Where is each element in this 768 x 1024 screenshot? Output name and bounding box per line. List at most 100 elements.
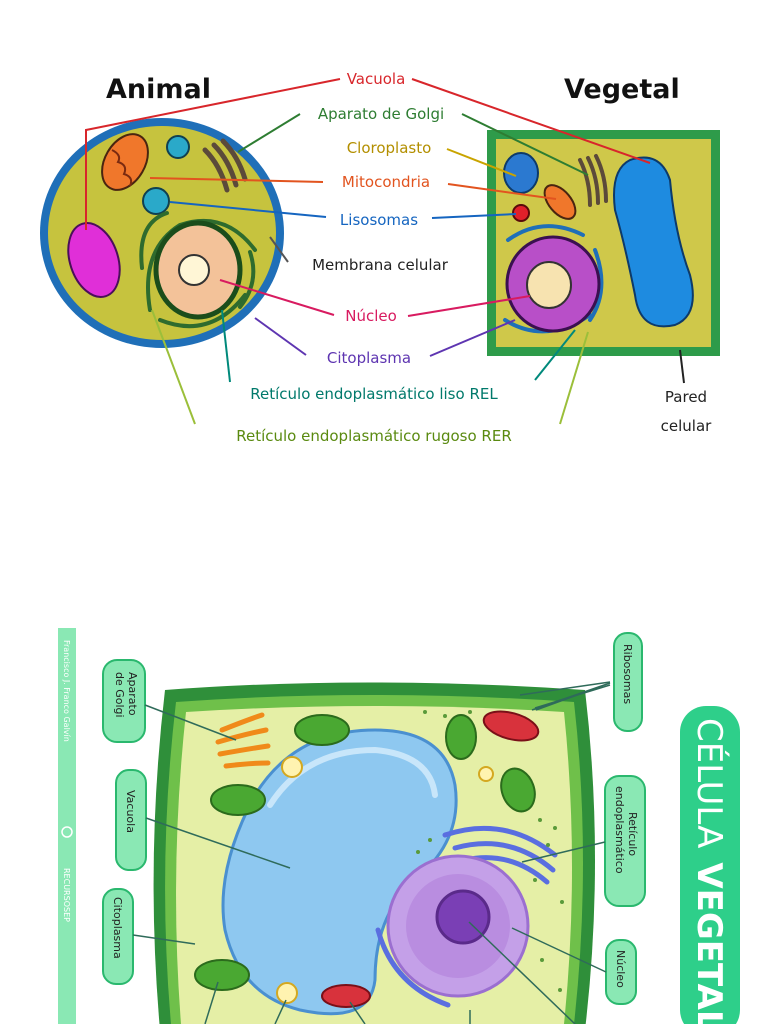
plant-large-vacuole [221, 728, 458, 1016]
vesicle-3 [276, 982, 298, 1004]
leader-rer-plant [559, 331, 589, 425]
bottom-leader-lines [132, 681, 611, 1024]
pill-vacuola-text: Vacuola [124, 790, 137, 833]
side-credit-strip [58, 628, 76, 1024]
plant-vacuole [613, 156, 694, 328]
label-membrana: Membrana celular [312, 256, 449, 274]
chloroplast-4 [500, 767, 536, 813]
animal-mitochondrion-cristae [111, 149, 133, 187]
leader-ribosomas-c [519, 681, 611, 696]
vesicle-1 [281, 756, 303, 778]
animal-vacuole [67, 222, 121, 298]
side-credit-logo-icon [61, 826, 73, 838]
pill-citoplasma [102, 888, 134, 985]
plant-cell [487, 130, 720, 356]
chloroplast-2 [210, 784, 266, 816]
top-leader-lines [85, 78, 685, 425]
leader-golgi-plant [461, 113, 589, 176]
label-mitocondria: Mitocondria [342, 173, 430, 191]
label-nucleo: Núcleo [345, 307, 397, 325]
leader-nucleo-animal [219, 279, 335, 316]
mitochondrion-2 [321, 984, 371, 1008]
plant-large-vacuole-highlight [267, 746, 438, 808]
title-banner [680, 706, 740, 1024]
leader-pared [679, 349, 685, 384]
leader-citoplasma-large [132, 934, 196, 945]
plant-golgi [578, 154, 608, 207]
animal-lysosome-2 [142, 187, 170, 215]
plant-large-ribosomes [416, 710, 564, 992]
leader-vacuola-plant [411, 78, 651, 164]
leader-reticulo-large [521, 841, 606, 863]
label-citoplasma: Citoplasma [327, 349, 411, 367]
pill-ribosomas [613, 632, 643, 732]
pill-golgi-line2: de Golgi [113, 672, 126, 718]
pill-reticulo [604, 775, 646, 907]
leader-vacuola-animal [85, 78, 341, 230]
leader-nucleo-large-b [468, 921, 576, 1024]
mitochondrion-1 [482, 710, 540, 742]
leader-mitocondria-plant [447, 183, 557, 200]
leader-mitocondria-animal [149, 177, 324, 183]
label-cloroplasto: Cloroplasto [347, 139, 432, 157]
plant-lysosome [512, 204, 530, 222]
animal-lysosome-1 [166, 135, 190, 159]
side-credit-author: Francisco J. Franco Galvín [62, 640, 71, 742]
leader-lisosomas-animal [169, 201, 327, 218]
leader-membrana [269, 236, 289, 263]
banner-title: CÉLULA VEGETAL [689, 718, 730, 1024]
leader-nucleo-large-a [511, 927, 607, 973]
leader-ribosomas-b [534, 684, 611, 709]
vegetal-title: Vegetal [564, 74, 680, 105]
plant-cell-large [153, 682, 595, 1024]
leader-golgi-animal [237, 113, 301, 153]
pill-golgi-line1: Aparato [126, 672, 139, 716]
pill-ribosomas-text: Ribosomas [621, 644, 634, 704]
leader-rel-animal [221, 309, 231, 383]
plant-mitochondrion [543, 184, 577, 220]
chloroplast-5 [194, 959, 250, 991]
label-pared-2: celular [661, 417, 713, 435]
leader-lisosomas-plant [431, 213, 517, 219]
leader-rer-animal [151, 309, 196, 425]
label-golgi: Aparato de Golgi [318, 105, 444, 123]
leader-bottom-3 [349, 1001, 366, 1024]
pill-vacuola [115, 769, 147, 871]
label-rer: Retículo endoplasmático rugoso RER [236, 427, 512, 445]
label-pared-1: Pared [665, 388, 707, 406]
vesicle-2 [478, 766, 494, 782]
plant-large-golgi [215, 712, 271, 769]
bottom-diagram: Francisco J. Franco Galvín RECURSOSEP [58, 628, 740, 1024]
label-lisosomas: Lisosomas [340, 211, 418, 229]
label-vacuola: Vacuola [347, 70, 406, 88]
leader-citoplasma-plant [429, 319, 516, 357]
pill-reticulo-line1: Retículo [626, 812, 639, 856]
leader-vacuola-large [145, 817, 291, 869]
animal-title: Animal [106, 74, 211, 105]
plant-large-nucleolus [435, 889, 491, 945]
pill-golgi [102, 659, 146, 743]
banner-title-light: CÉLULA [689, 718, 730, 848]
leader-bottom-1 [204, 981, 219, 1024]
side-credit-brand: RECURSOSEP [62, 868, 71, 922]
leader-rel-plant [534, 329, 576, 381]
leader-bottom-2 [274, 999, 287, 1024]
top-labels: Vacuola Aparato de Golgi Cloroplasto Mit… [236, 70, 712, 445]
bottom-right-labels: Ribosomas Retículo endoplasmático Núcleo [604, 632, 646, 1005]
pill-nucleo-text: Núcleo [614, 950, 627, 988]
top-diagram: Animal Vegetal [40, 70, 720, 445]
chloroplast-3 [445, 714, 477, 760]
banner-title-bold: VEGETAL [689, 862, 729, 1024]
leader-citoplasma-animal [254, 317, 307, 356]
bottom-left-labels: Aparato de Golgi Vacuola Citoplasma [102, 659, 147, 985]
animal-cell [40, 118, 284, 348]
leader-cloroplasto [446, 148, 517, 177]
plant-large-chloroplasts [194, 714, 536, 991]
chloroplast-1 [294, 714, 350, 746]
animal-mitochondrion [101, 133, 149, 191]
leader-golgi-large [144, 704, 237, 741]
plant-chloroplast [503, 152, 539, 194]
pill-reticulo-line2: endoplasmático [613, 786, 626, 874]
animal-nucleolus [178, 254, 210, 286]
